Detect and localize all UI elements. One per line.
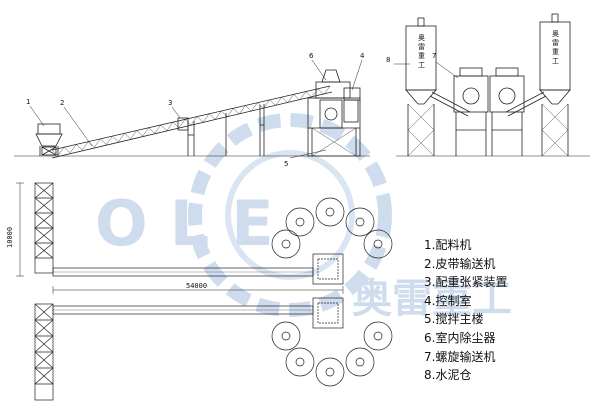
counterweight-tensioner (177, 117, 189, 131)
batching-machine (35, 123, 63, 156)
plan-batcher-lower (34, 303, 54, 401)
screw-conveyors (429, 91, 547, 117)
plan-view (16, 182, 393, 401)
dimension-length: 54000 (186, 282, 207, 290)
callout-7: 7 (432, 52, 436, 60)
parts-legend: 1.配料机 2.皮带输送机 3.配重张紧装置 4.控制室 5.搅拌主楼 6.室内… (424, 236, 594, 385)
plan-batcher-upper (34, 182, 54, 274)
belt-conveyor (51, 85, 333, 159)
watermark-chinese-text: 奥雷重工 (352, 276, 512, 322)
callout-3: 3 (168, 99, 172, 107)
callout-5: 5 (284, 160, 288, 168)
callout-6: 6 (309, 52, 314, 60)
mixing-towers-front (453, 67, 525, 156)
callout-2: 2 (60, 99, 64, 107)
silo-label-left: 奥雷重工 (418, 33, 425, 69)
dimension-width: 10000 (6, 227, 14, 248)
plan-tower-upper (312, 253, 344, 285)
legend-item-belt-conveyor: 2.皮带输送机 (424, 256, 496, 271)
legend-item-counterweight-tensioner: 3.配重张紧装置 (424, 275, 508, 290)
front-elevation-view (394, 13, 590, 157)
legend-item-screw-conveyor: 7.螺旋输送机 (424, 349, 496, 364)
legend-item-dust-collector: 6.室内除尘器 (424, 330, 496, 345)
cement-silo-left (405, 17, 437, 157)
side-elevation-view (14, 59, 370, 159)
legend-item-batching-machine: 1.配料机 (424, 238, 472, 252)
plan-silos-lower (271, 321, 393, 387)
legend-item-control-room: 4.控制室 (424, 293, 472, 308)
control-room (343, 87, 361, 101)
plan-silos-upper (271, 197, 393, 259)
silo-labels: 奥雷重工 奥雷重工 (418, 29, 559, 69)
callout-1: 1 (26, 98, 30, 106)
callout-4: 4 (360, 52, 365, 60)
plan-tower-lower (312, 297, 344, 329)
legend-item-cement-silo: 8.水泥仓 (424, 368, 472, 383)
watermark-latin-text: OLE (95, 187, 296, 260)
cement-silo-right (539, 13, 571, 157)
silo-label-right: 奥雷重工 (552, 29, 559, 65)
elevation-callouts: 1 2 3 6 4 5 (26, 52, 365, 168)
legend-item-mixing-tower: 5.搅拌主楼 (424, 312, 484, 327)
callout-8: 8 (386, 56, 390, 64)
dimension-lines (16, 182, 344, 294)
